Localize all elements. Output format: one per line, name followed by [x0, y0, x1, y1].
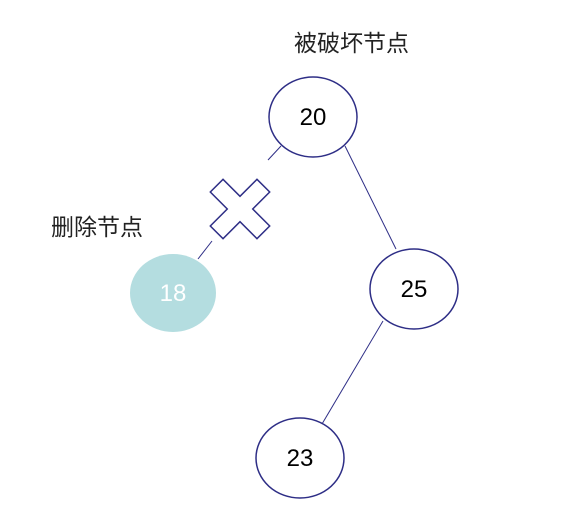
node-value: 23 [287, 445, 314, 472]
node-value: 25 [401, 276, 428, 303]
node-value: 18 [160, 280, 187, 307]
edge-20-to-18-upper [267, 145, 282, 161]
edge-25-to-23 [321, 320, 384, 425]
deleted-node-label: 删除节点 [51, 215, 143, 241]
node-circle [268, 76, 358, 158]
node-circle [255, 417, 345, 499]
node-value: 20 [300, 104, 327, 131]
node-circle-deleted [130, 254, 216, 332]
tree-node-deleted: 18 [130, 254, 216, 332]
edge-20-to-25 [344, 145, 397, 250]
node-circle [369, 248, 459, 330]
broken-node-label: 被破坏节点 [294, 31, 409, 57]
edge-20-to-18-lower [197, 240, 213, 260]
tree-node-root: 20 [268, 76, 358, 158]
tree-node-right: 25 [369, 248, 459, 330]
cut-cross-icon [209, 178, 271, 240]
tree-node-right-left: 23 [255, 417, 345, 499]
